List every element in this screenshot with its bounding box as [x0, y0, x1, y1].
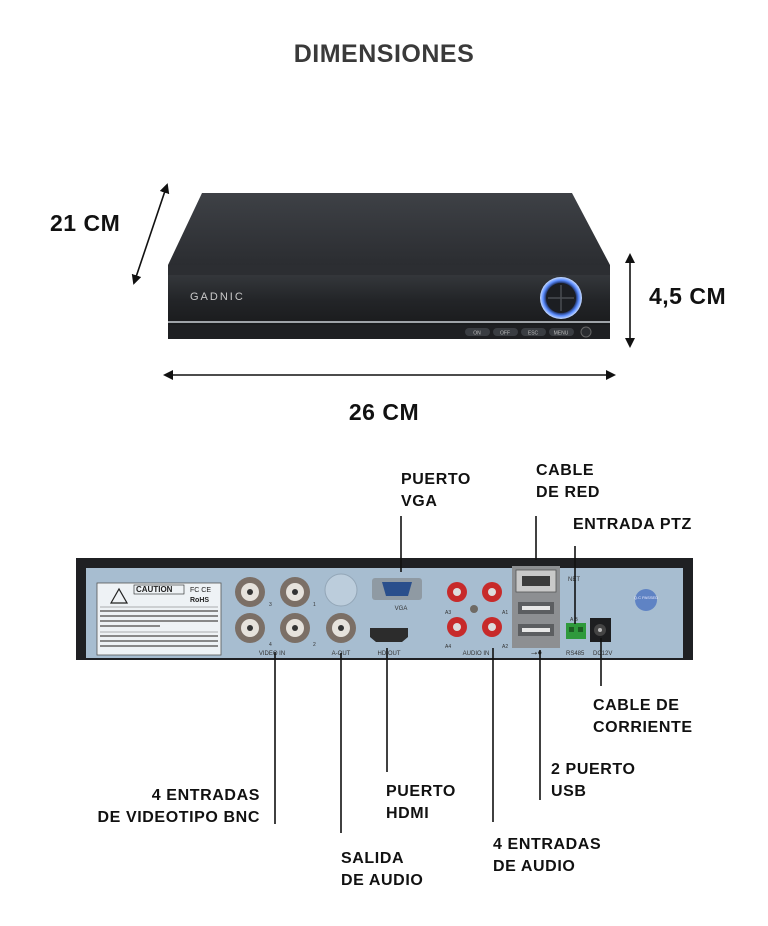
fan-hole	[324, 573, 358, 607]
brand-logo: GADNIC	[190, 291, 245, 303]
svg-text:1: 1	[313, 602, 316, 608]
front-view-illustration: GADNIC ON OFF ESC MENU	[131, 183, 635, 380]
vga-port-icon	[382, 582, 412, 596]
height-label: 4,5 CM	[649, 283, 727, 309]
caution-sticker	[96, 582, 222, 656]
front-button-menu: MENU	[554, 331, 569, 337]
svg-text:3: 3	[269, 602, 272, 608]
audio-rca-connectors	[447, 582, 502, 637]
svg-text:⭢●: ⭢●	[531, 648, 542, 657]
svg-text:FC CE: FC CE	[190, 587, 211, 594]
device-top	[168, 193, 610, 265]
front-button-esc: ESC	[528, 331, 539, 337]
svg-text:VGA: VGA	[395, 606, 408, 612]
svg-text:HD OUT: HD OUT	[378, 651, 401, 657]
svg-text:RoHS: RoHS	[190, 597, 209, 604]
svg-text:RS485: RS485	[566, 651, 585, 657]
qc-sticker	[635, 589, 657, 611]
svg-text:4: 4	[269, 642, 272, 648]
power-button-icon	[580, 326, 592, 338]
warning-icon	[109, 587, 129, 604]
svg-text:A3: A3	[445, 610, 451, 616]
front-button-on: ON	[473, 331, 481, 337]
svg-text:DC12V: DC12V	[593, 651, 612, 657]
callout-ptz-input: ENTRADA PTZ	[573, 516, 692, 533]
depth-label: 21 CM	[50, 210, 121, 236]
svg-text:NET: NET	[568, 577, 580, 583]
svg-text:A1: A1	[502, 610, 508, 616]
page-title: DIMENSIONES	[293, 40, 475, 68]
rear-view-illustration: CAUTION FC CE RoHS 3 1 4 2 VIDEO IN A-OU…	[76, 558, 693, 660]
svg-text:AUDIO IN: AUDIO IN	[463, 651, 490, 657]
svg-text:Q.C PASSED: Q.C PASSED	[634, 595, 658, 600]
hdmi-port-icon	[370, 628, 408, 642]
svg-text:CAUTION: CAUTION	[136, 585, 173, 594]
width-label: 26 CM	[348, 399, 420, 425]
svg-text:A2: A2	[502, 644, 508, 650]
device-front	[168, 275, 610, 325]
svg-text:VIDEO IN: VIDEO IN	[259, 651, 285, 657]
depth-arrow	[131, 183, 170, 285]
svg-text:A4: A4	[445, 644, 451, 650]
front-button-off: OFF	[500, 331, 510, 337]
bnc-connectors	[235, 577, 310, 643]
svg-text:2: 2	[313, 642, 316, 648]
